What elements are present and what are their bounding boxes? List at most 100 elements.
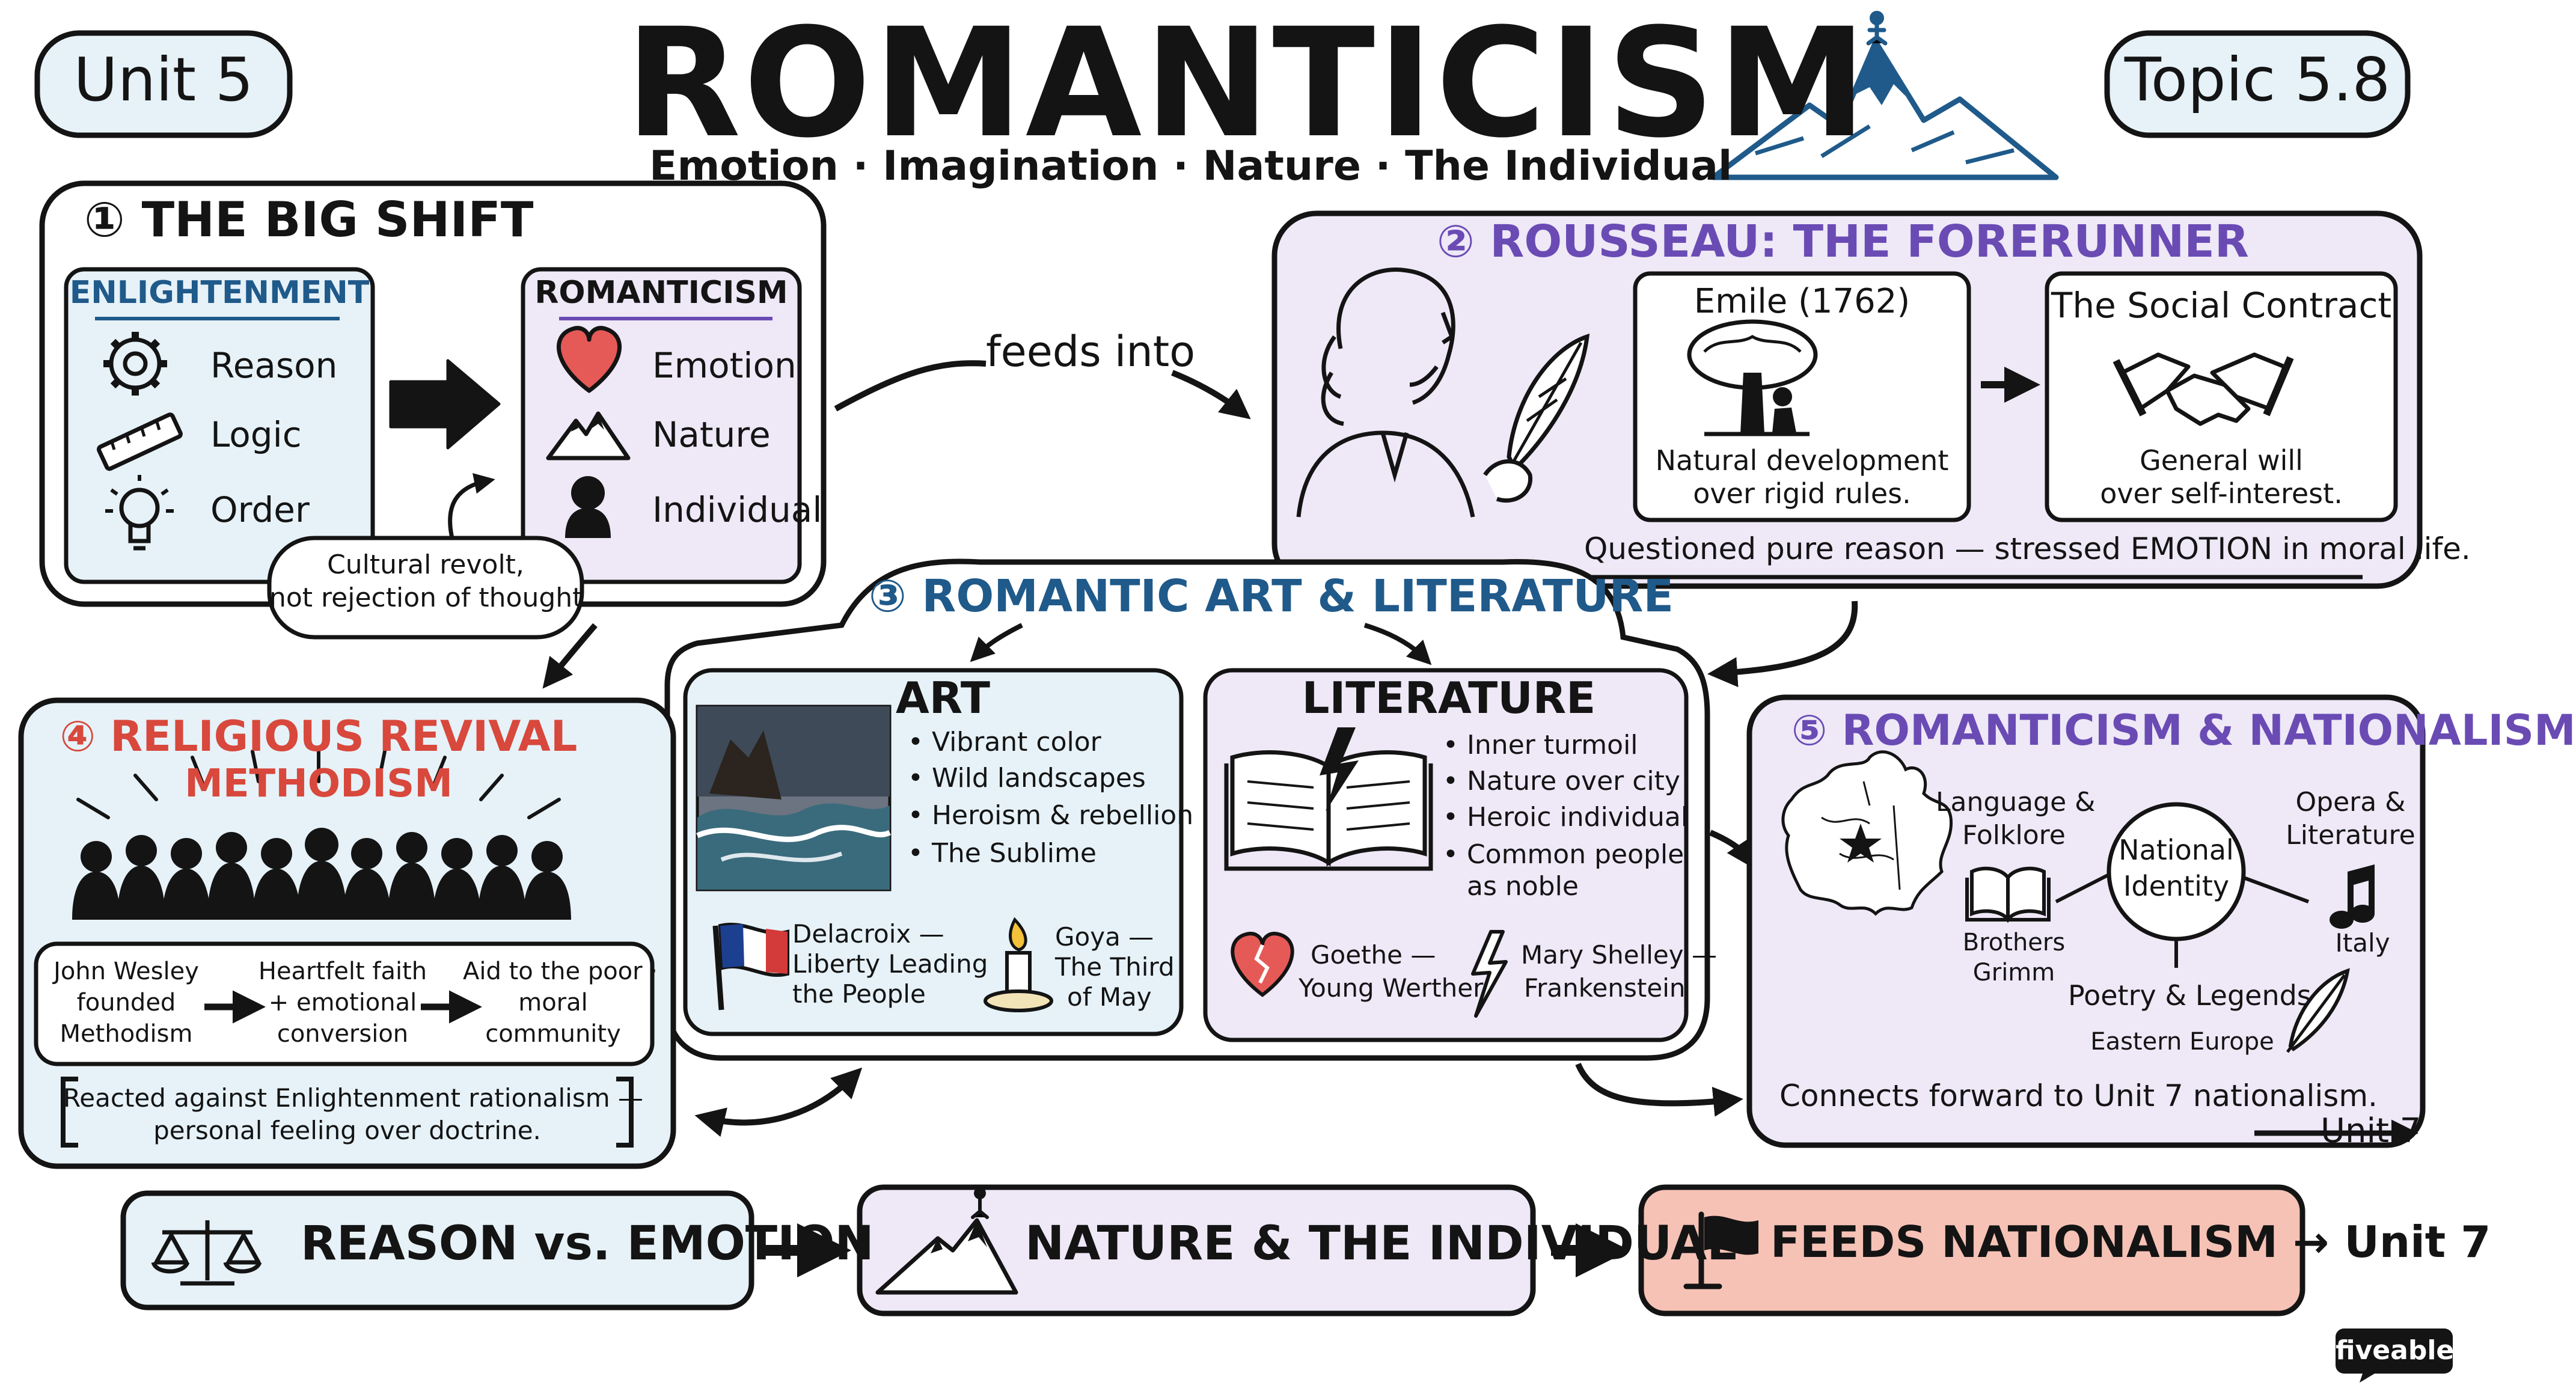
goya-line1: Goya — xyxy=(1055,922,1154,952)
lightning-bolt-icon xyxy=(1471,930,1508,1018)
topic-badge-box xyxy=(2104,30,2411,138)
faith-line2: + emotional xyxy=(268,989,417,1017)
topic-badge: Topic 5.8 xyxy=(2124,44,2391,115)
unit7-label: Unit 7 xyxy=(2321,1111,2422,1151)
heart-icon xyxy=(557,326,622,393)
faith-line1: Heartfelt faith xyxy=(258,958,427,985)
feeds-into-arrow xyxy=(834,360,987,412)
aid-line2: moral xyxy=(518,989,588,1017)
nationalism-title: ⑤ ROMANTICISM & NATIONALISM xyxy=(1791,706,2576,755)
religious-revival-title: ④ RELIGIOUS REVIVAL xyxy=(60,712,578,761)
brothers-grimm-line2: Grimm xyxy=(1972,959,2055,986)
europe-map-icon xyxy=(1781,750,1953,916)
quill-icon xyxy=(1483,333,1590,503)
religious-note-line1: Reacted against Enlightenment rationalis… xyxy=(63,1083,643,1113)
language-folklore-line1: Language & xyxy=(1936,787,2096,818)
literature-bullet-1: • Inner turmoil xyxy=(1443,730,1638,760)
faith-line3: conversion xyxy=(277,1020,409,1048)
romanticism-item-individual: Individual xyxy=(652,489,822,530)
connects-forward-label: Connects forward to Unit 7 nationalism. xyxy=(1779,1078,2378,1113)
cultural-revolt-note-line1: Cultural revolt, xyxy=(327,549,524,580)
methodism-flow-box xyxy=(34,941,655,1066)
romanticism-heading: ROMANTICISM xyxy=(534,275,788,311)
scales-of-justice-icon xyxy=(151,1220,262,1286)
handshake-icon xyxy=(2113,352,2294,426)
page-title: ROMANTICISM xyxy=(625,0,1870,171)
literature-bullet-2: • Nature over city xyxy=(1443,766,1680,796)
diagram-artwork xyxy=(18,11,2453,1383)
delacroix-line3: the People xyxy=(792,979,926,1009)
nature-individual-bar xyxy=(857,1184,1536,1316)
individual-person-icon xyxy=(565,476,611,538)
goya-line3: of May xyxy=(1067,982,1152,1012)
mountain-summit-icon xyxy=(1710,11,2059,180)
brothers-grimm-line1: Brothers xyxy=(1962,929,2066,956)
goethe-line2: Young Werther xyxy=(1299,973,1484,1003)
opera-literature-line2: Literature xyxy=(2286,820,2415,851)
page-subtitle: Emotion · Imagination · Nature · The Ind… xyxy=(649,142,1733,190)
delacroix-line1: Delacroix — xyxy=(792,919,944,949)
cultural-revolt-note-line2: not rejection of thought. xyxy=(269,582,592,613)
shift-arrow xyxy=(389,359,501,450)
opera-literature-line1: Opera & xyxy=(2295,787,2406,818)
enlightenment-heading: ENLIGHTENMENT xyxy=(69,275,370,311)
art-literature-title: ③ ROMANTIC ART & LITERATURE xyxy=(869,570,1674,622)
rousseau-portrait-icon xyxy=(1296,268,1475,518)
poetry-legends-label: Poetry & Legends xyxy=(2068,979,2311,1012)
ruler-icon xyxy=(96,412,183,471)
emile-line2: over rigid rules. xyxy=(1693,477,1911,510)
methodism-title: METHODISM xyxy=(185,762,453,806)
french-flag-icon xyxy=(712,922,789,1010)
art-heading: ART xyxy=(896,673,991,723)
rousseau-title: ② ROUSSEAU: THE FORERUNNER xyxy=(1437,216,2249,268)
mountain-climber-icon xyxy=(875,1187,1018,1295)
religious-note-line2: personal feeling over doctrine. xyxy=(153,1116,541,1145)
feather-quill-icon xyxy=(2286,968,2350,1053)
aid-line3: community xyxy=(485,1020,621,1048)
candle-icon xyxy=(984,917,1053,1012)
art-bullet-2: • Wild landscapes xyxy=(908,763,1146,793)
flag-icon xyxy=(1683,1211,1758,1289)
national-identity-line2: Identity xyxy=(2123,870,2230,902)
crowd-radiating-icon xyxy=(72,747,571,920)
enlightenment-item-reason: Reason xyxy=(210,345,338,386)
mountain-icon xyxy=(546,411,631,460)
literature-heading: LITERATURE xyxy=(1302,673,1596,723)
gear-icon xyxy=(103,332,167,396)
social-contract-line2: over self-interest. xyxy=(2100,477,2343,510)
art-bullet-4: • The Sublime xyxy=(908,838,1097,869)
wesley-line2: founded xyxy=(76,989,176,1017)
big-shift-title: ① THE BIG SHIFT xyxy=(84,192,534,248)
music-note-icon xyxy=(2330,864,2375,929)
shelley-line1: Mary Shelley — xyxy=(1521,940,1717,970)
brand-badge xyxy=(2336,1328,2453,1374)
emile-title: Emile (1762) xyxy=(1693,282,1911,321)
eastern-europe-label: Eastern Europe xyxy=(2090,1028,2274,1056)
emile-line1: Natural development xyxy=(1655,444,1949,477)
romanticism-item-emotion: Emotion xyxy=(652,345,797,386)
wesley-line1: John Wesley xyxy=(54,958,199,985)
social-contract-line1: General will xyxy=(2140,444,2303,477)
literature-bullet-3: • Heroic individual xyxy=(1443,802,1689,833)
italy-label: Italy xyxy=(2335,928,2390,958)
cultural-revolt-note-bubble xyxy=(267,536,584,640)
reason-emotion-bar xyxy=(120,1190,754,1310)
art-bullet-3: • Heroism & rebellion xyxy=(908,800,1194,831)
social-contract-title: The Social Contract xyxy=(2051,285,2392,326)
enlightenment-item-order: Order xyxy=(210,489,310,530)
shelley-line2: Frankenstein xyxy=(1524,973,1686,1003)
feeds-nationalism-bar xyxy=(1638,1184,2305,1316)
wesley-line3: Methodism xyxy=(60,1020,193,1048)
rousseau-summary: Questioned pure reason — stressed EMOTIO… xyxy=(1584,531,2471,566)
unit-badge: Unit 5 xyxy=(73,44,254,115)
lightbulb-icon xyxy=(105,475,174,551)
broken-heart-icon xyxy=(1231,932,1294,997)
open-book-icon xyxy=(1224,727,1433,871)
feeds-nationalism-label: FEEDS NATIONALISM → Unit 7 xyxy=(1770,1217,2491,1267)
feeds-into-label: feeds into xyxy=(986,327,1196,376)
delacroix-line2: Liberty Leading xyxy=(792,949,988,979)
romanticism-item-nature: Nature xyxy=(652,414,771,455)
goethe-line1: Goethe — xyxy=(1311,940,1436,970)
language-folklore-line2: Folklore xyxy=(1962,820,2066,851)
enlightenment-box xyxy=(64,267,375,584)
